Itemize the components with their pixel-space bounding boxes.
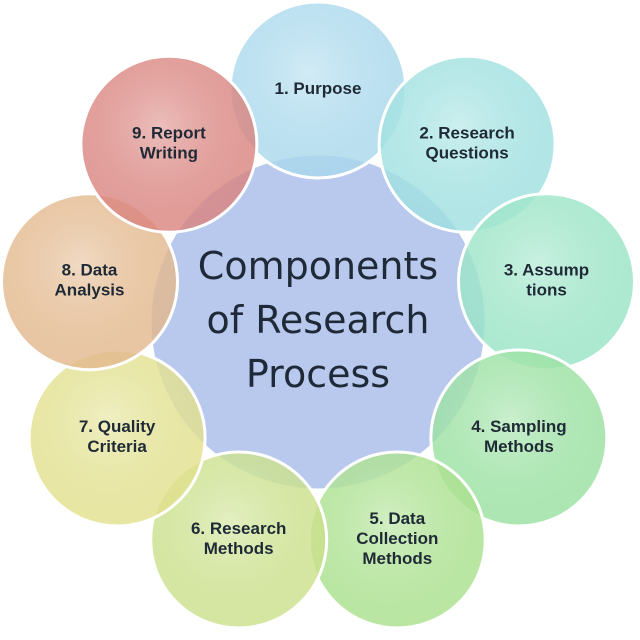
component-label-line: 6. Research <box>191 519 286 538</box>
component-label-line: 7. Quality <box>79 417 156 436</box>
center-title-line: Components <box>198 244 438 288</box>
component-label-line: Methods <box>204 539 274 558</box>
component-label-line: 5. Data <box>369 509 425 528</box>
component-label-line: Analysis <box>55 281 125 300</box>
component-label-line: 8. Data <box>62 261 118 280</box>
component-label-1: 1. Purpose <box>275 79 362 98</box>
component-highlight-4 <box>432 352 605 524</box>
component-label-line: 9. Report <box>132 124 206 143</box>
component-label-line: Collection <box>356 529 438 548</box>
component-label-line: 3. Assump <box>504 261 589 280</box>
center-title-line: Process <box>246 352 390 396</box>
component-highlight-5 <box>311 454 484 626</box>
component-highlight-2 <box>381 58 554 231</box>
component-label-line: Questions <box>426 144 509 163</box>
component-label-line: Methods <box>484 437 554 456</box>
center-title-line: of Research <box>206 298 429 342</box>
component-highlight-6 <box>152 454 325 626</box>
component-highlight-9 <box>82 58 255 231</box>
component-label-line: Writing <box>140 144 198 163</box>
component-highlight-8 <box>3 195 176 368</box>
component-highlight-3 <box>460 195 633 368</box>
component-highlight-1 <box>232 4 404 176</box>
component-highlight-7 <box>31 352 204 524</box>
component-label-line: 1. Purpose <box>275 79 362 98</box>
component-label-line: 2. Research <box>419 124 514 143</box>
component-label-line: tions <box>526 281 567 300</box>
component-label-line: Criteria <box>87 437 147 456</box>
component-label-line: Methods <box>362 549 432 568</box>
component-label-line: 4. Sampling <box>471 417 566 436</box>
